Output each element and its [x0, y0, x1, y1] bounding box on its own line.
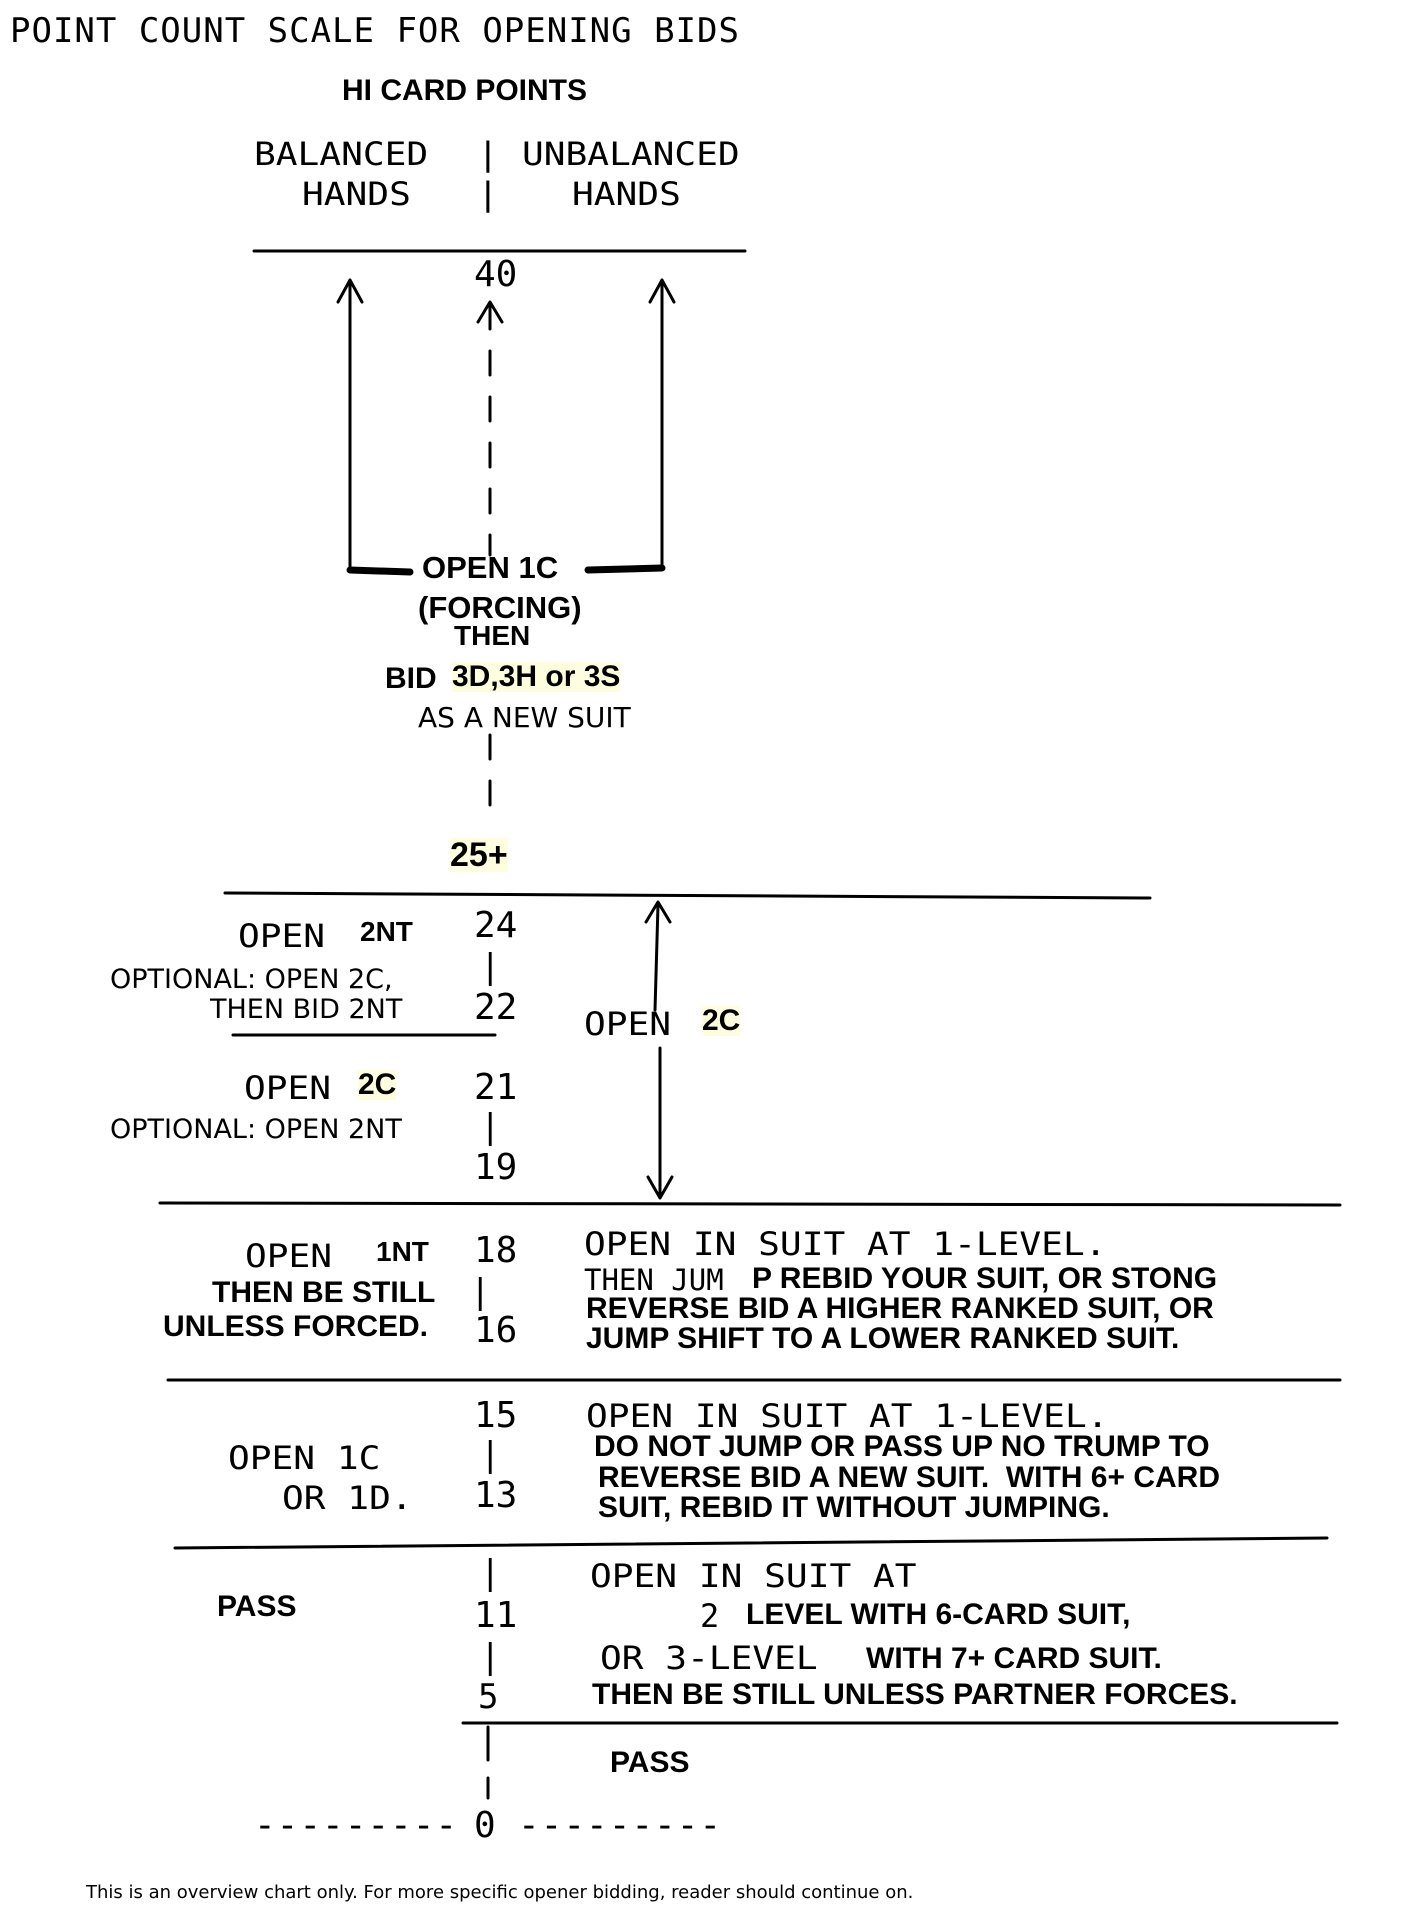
scale-18: 18 — [474, 1230, 518, 1271]
scale-40: 40 — [474, 254, 518, 295]
header-balanced-line1: BALANCED — [254, 135, 429, 173]
chart-title: POINT COUNT SCALE FOR OPENING BIDS — [10, 11, 740, 51]
then-label: THEN — [454, 620, 531, 651]
unbal-16-18-line4: JUMP SHIFT TO A LOWER RANKED SUIT. — [586, 1322, 1180, 1355]
open-1c-1d-line2: OR 1D. — [282, 1479, 413, 1517]
pass-balanced: PASS — [217, 1590, 297, 1623]
rule-25 — [223, 891, 1152, 900]
optional-2c-line2: THEN BID 2NT — [210, 994, 403, 1025]
scale-13: 13 — [474, 1475, 518, 1516]
unbal-13-15-line4: SUIT, REBID IT WITHOUT JUMPING. — [598, 1491, 1110, 1524]
open2c-arrow-upper — [653, 903, 660, 1012]
scale-16: 16 — [474, 1310, 518, 1351]
scale-24: 24 — [474, 905, 518, 946]
unbal-13-15-line2: DO NOT JUMP OR PASS UP NO TRUMP TO — [594, 1430, 1210, 1463]
open-1nt-open: OPEN — [245, 1237, 333, 1275]
open-1c-1d-line1: OPEN 1C — [228, 1439, 381, 1477]
scale-5: 5 — [478, 1677, 499, 1717]
scale-bar-18-16: | — [470, 1272, 491, 1312]
unbal-5-12-line4: THEN BE STILL UNLESS PARTNER FORCES. — [592, 1678, 1238, 1711]
scale-0-dashes-right: --------- — [518, 1805, 723, 1846]
as-new-suit-label: AS A NEW SUIT — [418, 701, 631, 734]
unbal-16-18-line2a: THEN JUM — [584, 1263, 724, 1297]
scale-19: 19 — [474, 1147, 518, 1188]
scale-25-plus: 25+ — [450, 836, 508, 874]
unbal-open-2c-bid: 2C — [702, 1004, 741, 1037]
unbal-5-12-line3b: WITH 7+ CARD SUIT. — [866, 1642, 1162, 1675]
left-connector — [346, 566, 414, 576]
optional-2nt: OPTIONAL: OPEN 2NT — [110, 1114, 402, 1145]
bid-label: BID — [385, 662, 437, 695]
unbal-16-18-line1: OPEN IN SUIT AT 1-LEVEL. — [584, 1225, 1107, 1263]
open-1nt-bid: 1NT — [376, 1236, 429, 1267]
unbal-16-18-line3: REVERSE BID A HIGHER RANKED SUIT, OR — [586, 1292, 1214, 1325]
header-unbalanced-line2: HANDS — [572, 175, 681, 213]
unbal-13-15-line3: REVERSE BID A NEW SUIT. WITH 6+ CARD — [598, 1461, 1221, 1494]
unbal-open-2c-open: OPEN — [584, 1005, 672, 1043]
open-2nt-open: OPEN — [238, 917, 326, 955]
scale-21: 21 — [474, 1067, 518, 1108]
unbal-5-12-line3a: OR 3-LEVEL — [600, 1639, 818, 1677]
open2c-arrow-up-head — [644, 900, 672, 924]
center-arrow-head — [476, 300, 504, 324]
rule-19 — [158, 1201, 1342, 1207]
scale-bar-12: | — [480, 1553, 501, 1593]
chart-subtitle: HI CARD POINTS — [342, 74, 588, 107]
open-2nt-bid: 2NT — [360, 916, 413, 947]
unbal-5-12-line1: OPEN IN SUIT AT — [590, 1557, 917, 1595]
open-2c-open: OPEN — [244, 1069, 332, 1107]
pass-unbalanced: PASS — [610, 1746, 690, 1779]
optional-2c-line1: OPTIONAL: OPEN 2C, — [110, 964, 393, 995]
scale-0-dashes-left: --------- — [254, 1805, 459, 1846]
header-balanced-line2: HANDS — [302, 175, 411, 213]
scale-bar-24-22: | — [480, 947, 501, 987]
open-2c-bid: 2C — [358, 1068, 397, 1101]
footer-note: This is an overview chart only. For more… — [86, 1882, 914, 1903]
scale-15: 15 — [474, 1395, 518, 1436]
unbal-13-15-line1: OPEN IN SUIT AT 1-LEVEL. — [586, 1397, 1109, 1435]
then-be-still: THEN BE STILL — [212, 1276, 436, 1309]
scale-0: 0 — [474, 1805, 496, 1846]
right-arrow-head — [648, 278, 676, 304]
header-unbalanced-line1: UNBALANCED — [522, 135, 740, 173]
scale-bar-15-13: | — [480, 1435, 501, 1475]
open-1c-label: OPEN 1C — [422, 550, 559, 585]
open2c-arrow-down-head — [646, 1175, 674, 1200]
bid-suits-label: 3D,3H or 3S — [452, 660, 621, 693]
rule-13 — [173, 1536, 1329, 1550]
header-divider-2: | — [477, 175, 499, 213]
unbal-16-18-line2b: P REBID YOUR SUIT, OR STONG — [752, 1262, 1218, 1295]
scale-bar-11-5: | — [480, 1637, 501, 1677]
header-divider-1: | — [477, 135, 499, 173]
unbal-5-12-line2a: 2 — [700, 1597, 720, 1635]
right-connector — [584, 564, 666, 574]
forcing-label: (FORCING) — [418, 590, 582, 625]
scale-11: 11 — [474, 1595, 518, 1636]
scale-bar-21-19: | — [480, 1107, 501, 1147]
unless-forced: UNLESS FORCED. — [163, 1310, 429, 1343]
scale-22: 22 — [474, 987, 518, 1028]
unbal-5-12-line2b: LEVEL WITH 6-CARD SUIT, — [746, 1598, 1131, 1631]
left-arrow-head — [336, 278, 364, 304]
